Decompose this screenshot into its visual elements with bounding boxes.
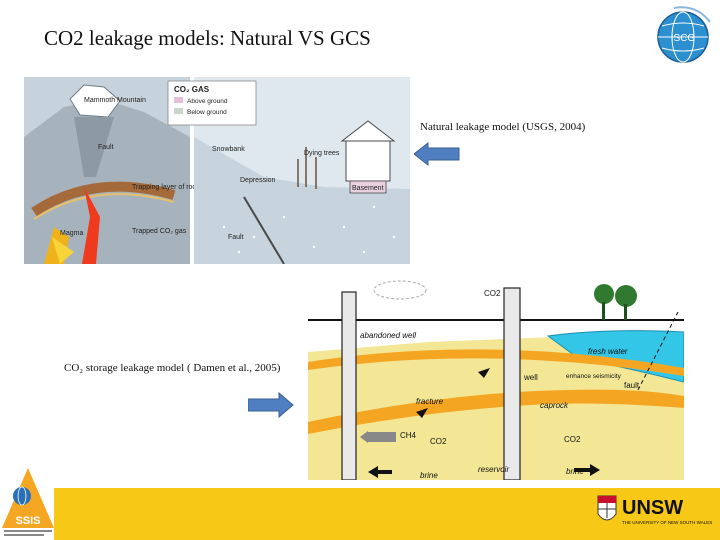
unsw-subtitle: THE UNIVERSITY OF NEW SOUTH WALES xyxy=(622,520,712,525)
label-fault-lower: Fault xyxy=(228,234,244,241)
right-arrow-icon xyxy=(248,392,294,418)
gcs-caption: CO₂ storage leakage model ( Damen et al.… xyxy=(64,362,281,374)
label-fracture: fracture xyxy=(416,397,444,406)
label-co2-left: CO2 xyxy=(430,437,447,446)
label-well: well xyxy=(523,373,538,382)
label-caprock: caprock xyxy=(540,401,569,410)
label-brine-left: brine xyxy=(420,471,438,480)
label-fault-upper: Fault xyxy=(98,144,114,151)
unsw-text: UNSW xyxy=(622,497,683,519)
left-arrow-icon xyxy=(414,142,460,166)
iscg-text: ISCG xyxy=(671,33,696,44)
legend-below: Below ground xyxy=(187,109,227,116)
label-ch4: CH4 xyxy=(400,431,417,440)
label-dying-trees: Dying trees xyxy=(304,150,340,157)
unsw-logo: UNSW THE UNIVERSITY OF NEW SOUTH WALES xyxy=(597,495,712,525)
natural-caption: Natural leakage model (USGS, 2004) xyxy=(420,121,586,133)
natural-leakage-figure: Mammoth Mountain Fault Trapping layer of… xyxy=(24,77,410,264)
label-depression: Depression xyxy=(240,177,276,184)
label-mountain: Mammoth Mountain xyxy=(84,97,146,104)
label-basement: Basement xyxy=(352,185,384,192)
label-trapped: Trapped CO₂ gas xyxy=(132,228,187,235)
label-magma: Magma xyxy=(60,230,83,237)
label-co2-right: CO2 xyxy=(564,435,581,444)
label-fault: fault xyxy=(624,381,640,390)
label-trapping: Trapping layer of rock xyxy=(132,184,200,191)
label-co2-top: CO2 xyxy=(484,289,501,298)
label-abandoned-well: abandoned well xyxy=(360,331,416,340)
ssis-text: SSIS xyxy=(15,515,40,527)
gcs-leakage-figure: CO2 abandoned well fresh water well enha… xyxy=(308,272,684,480)
iscg-logo: ISCG xyxy=(657,6,711,63)
label-fresh-water: fresh water xyxy=(588,347,628,356)
slide-title: CO2 leakage models: Natural VS GCS xyxy=(44,26,371,50)
label-brine-right: brine xyxy=(566,467,584,476)
label-reservoir: reservoir xyxy=(478,465,509,474)
label-snowbank: Snowbank xyxy=(212,146,245,153)
ssis-logo: SSIS xyxy=(2,468,54,536)
legend-above: Above ground xyxy=(187,98,228,105)
legend-title: CO₂ GAS xyxy=(174,85,210,94)
label-seismicity: enhance seismicity xyxy=(566,373,622,380)
